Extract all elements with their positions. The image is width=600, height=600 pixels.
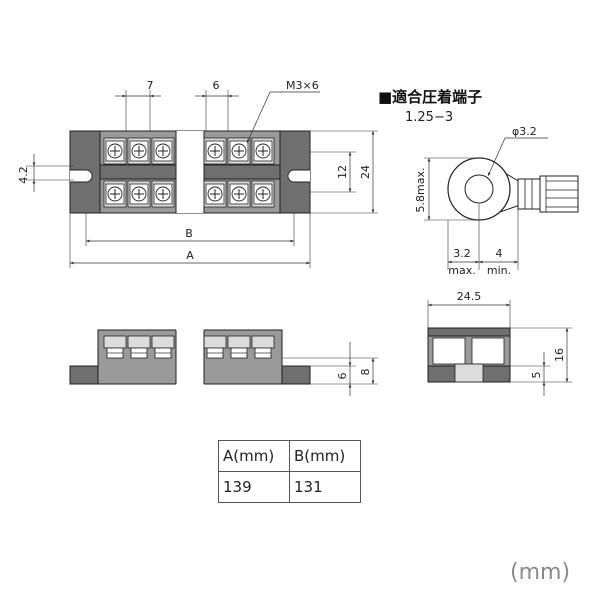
end-view-dimensions: 24.5 16 5 xyxy=(427,290,572,396)
screw-icon xyxy=(255,186,271,202)
terminal-cell xyxy=(103,180,127,208)
side-break xyxy=(176,326,204,388)
side-8-label: 8 xyxy=(359,369,372,376)
side-terminal xyxy=(151,335,175,359)
end-top-strip xyxy=(427,327,511,337)
side-view-dimensions: 6 8 xyxy=(282,342,378,396)
top-view-dimensions: 7 6 M3×6 4.2 12 24 B xyxy=(17,79,378,268)
terminal-cell xyxy=(127,137,151,165)
screw-icon xyxy=(131,143,147,159)
terminal-cell xyxy=(151,137,175,165)
hole-diameter-label: φ3.2 xyxy=(512,125,537,138)
block-break xyxy=(176,131,204,213)
left-mount-slot xyxy=(70,169,93,183)
pitch-7-label: 7 xyxy=(147,79,154,92)
crimp-barrel xyxy=(517,178,541,210)
side-terminal xyxy=(103,335,127,359)
spec-table-value-row: 139 131 xyxy=(218,471,361,503)
screw-icon xyxy=(207,143,223,159)
terminal-cell xyxy=(151,180,175,208)
terminal-cell xyxy=(103,137,127,165)
ring-dim-value: 3.2 xyxy=(453,247,471,260)
width-5-8max-label: 5.8max. xyxy=(414,168,427,213)
spec-value-b: 131 xyxy=(289,471,361,503)
terminal-block-end-view xyxy=(427,327,511,383)
terminal-cell xyxy=(203,137,227,165)
screw-icon xyxy=(107,143,123,159)
screw-size-label: M3×6 xyxy=(286,79,319,92)
end-height-label: 16 xyxy=(553,348,566,362)
spec-header-a: A(mm) xyxy=(218,440,290,472)
height-4-2-label: 4.2 xyxy=(17,166,30,184)
terminal-cell xyxy=(227,137,251,165)
side-terminal xyxy=(251,335,275,359)
terminal-cell xyxy=(127,180,151,208)
side-terminal xyxy=(203,335,227,359)
terminal-cell xyxy=(251,137,275,165)
screw-icon xyxy=(155,186,171,202)
length-a-label: A xyxy=(186,249,194,262)
end-window-right xyxy=(471,337,505,365)
screw-icon xyxy=(107,186,123,202)
side-6-label: 6 xyxy=(336,373,349,380)
spec-value-a: 139 xyxy=(218,471,290,503)
ring-dim-note: max. xyxy=(448,264,475,277)
ring-hole xyxy=(464,174,494,204)
screw-icon xyxy=(131,186,147,202)
side-terminal xyxy=(127,335,151,359)
terminal-cells xyxy=(103,131,275,213)
screw-icon xyxy=(231,143,247,159)
terminal-block-top-view xyxy=(69,130,311,214)
unit-note: (mm) xyxy=(510,560,571,585)
side-terminals xyxy=(103,326,275,388)
right-mount-slot xyxy=(287,169,310,183)
crimp-terminal-size: 1.25−3 xyxy=(405,110,454,125)
terminal-cell xyxy=(203,180,227,208)
terminal-cell xyxy=(227,180,251,208)
crimp-terminal-drawing xyxy=(447,157,579,221)
spec-header-b: B(mm) xyxy=(289,440,361,472)
length-b-label: B xyxy=(185,227,193,240)
pitch-6-label: 6 xyxy=(213,79,220,92)
barrel-dim-note: min. xyxy=(487,264,511,277)
height-24-label: 24 xyxy=(359,165,372,179)
screw-icon xyxy=(207,186,223,202)
barrel-dim-value: 4 xyxy=(496,247,503,260)
end-width-label: 24.5 xyxy=(457,290,482,303)
end-window-left xyxy=(432,337,466,365)
screw-icon xyxy=(155,143,171,159)
terminal-cell xyxy=(251,180,275,208)
end-rail xyxy=(454,363,484,383)
spec-table-header-row: A(mm) B(mm) xyxy=(218,440,361,472)
crimp-terminal-dimensions: φ3.2 5.8max. 3.2 max. 4 min. xyxy=(414,125,548,277)
end-base-label: 5 xyxy=(530,372,543,379)
screw-icon xyxy=(255,143,271,159)
screw-icon xyxy=(231,186,247,202)
height-12-label: 12 xyxy=(336,165,349,179)
terminal-block-side-view xyxy=(69,326,311,388)
spec-table: A(mm) B(mm) 139 131 xyxy=(218,440,361,503)
crimp-terminal-title: ■適合圧着端子 xyxy=(378,88,483,106)
side-terminal xyxy=(227,335,251,359)
